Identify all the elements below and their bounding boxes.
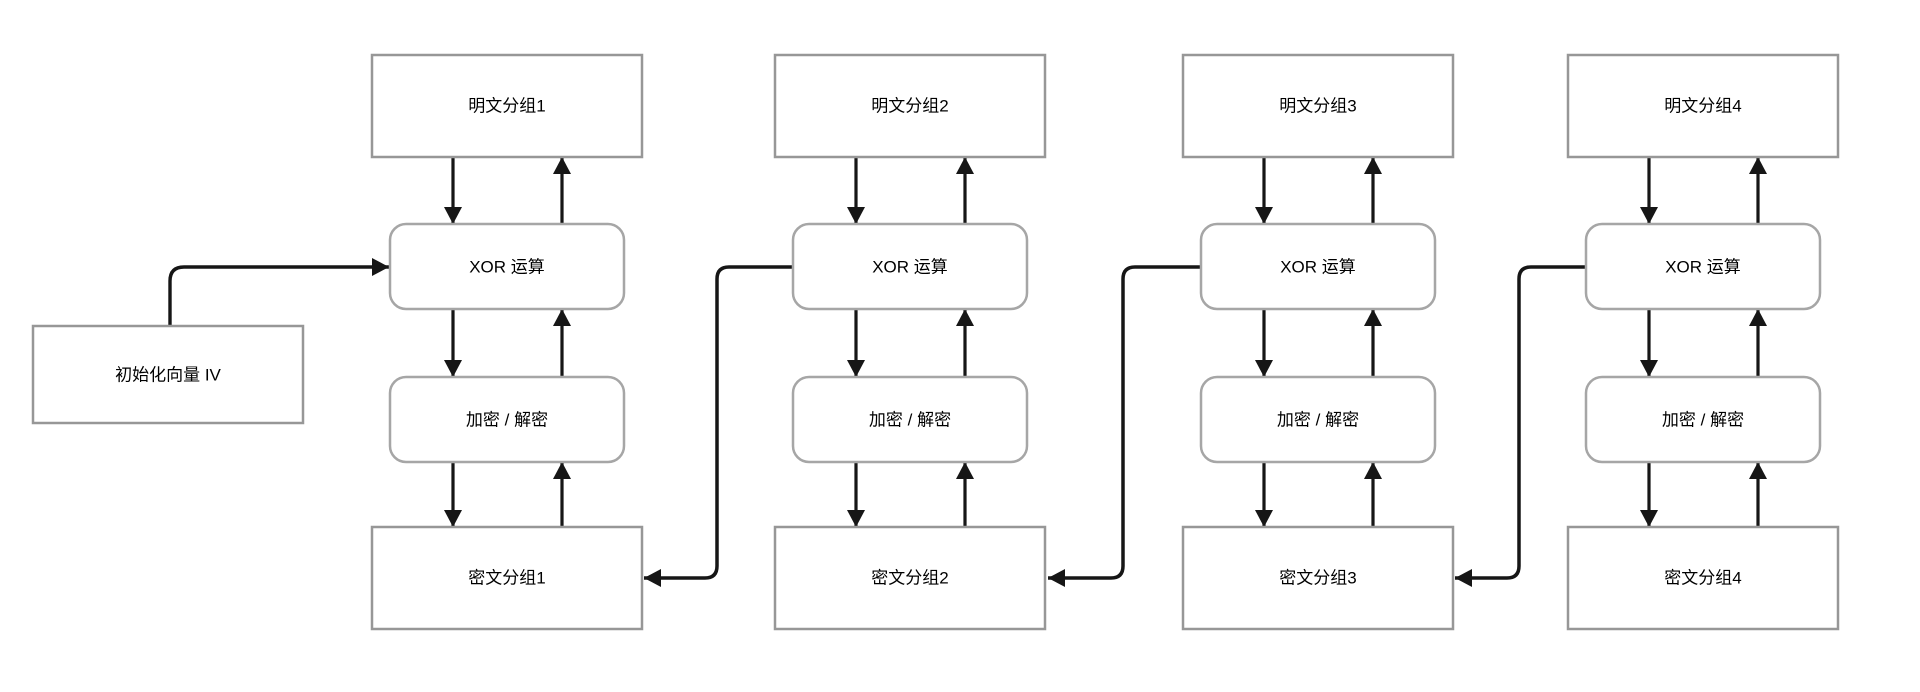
chain-arrows [644, 265, 1586, 587]
arrow-xor-4-to-ciphertext-3 [1455, 265, 1586, 587]
plaintext-block-2-box [773, 53, 1047, 159]
ciphertext-block-3-label: 密文分组3 [1279, 569, 1356, 588]
ciphertext-block-1-label: 密文分组1 [468, 569, 545, 588]
ciphertext-block-2-label: 密文分组2 [871, 569, 948, 588]
plaintext-block-4-box [1566, 53, 1840, 159]
xor-box-3 [1199, 222, 1437, 311]
column-1: 明文分组1 XOR 运算 加密 / 解密 密文分组1 [370, 53, 644, 631]
xor-label-3: XOR 运算 [1280, 258, 1356, 277]
ciphertext-block-4-label: 密文分组4 [1664, 569, 1741, 588]
arrow-iv-to-xor-1 [168, 258, 389, 326]
xor-label-2: XOR 运算 [872, 258, 948, 277]
plaintext-block-3-box [1181, 53, 1455, 159]
xor-box-1 [388, 222, 626, 311]
column-4: 明文分组4 XOR 运算 加密 / 解密 密文分组4 [1566, 53, 1840, 631]
encrypt-decrypt-label-2: 加密 / 解密 [869, 411, 951, 430]
ciphertext-block-2-box [773, 525, 1047, 631]
xor-label-4: XOR 运算 [1665, 258, 1741, 277]
ciphertext-block-3-box [1181, 525, 1455, 631]
plaintext-block-4-label: 明文分组4 [1664, 97, 1741, 116]
encrypt-decrypt-box-3 [1199, 375, 1437, 464]
encrypt-decrypt-box-1 [388, 375, 626, 464]
plaintext-block-2-label: 明文分组2 [871, 97, 948, 116]
iv-group: 初始化向量 IV [31, 258, 389, 425]
xor-box-2 [791, 222, 1029, 311]
xor-box-4 [1584, 222, 1822, 311]
iv-label: 初始化向量 IV [115, 366, 221, 385]
iv-box [31, 324, 305, 425]
ciphertext-block-1-box [370, 525, 644, 631]
xor-label-1: XOR 运算 [469, 258, 545, 277]
plaintext-block-1-box [370, 53, 644, 159]
column-3: 明文分组3 XOR 运算 加密 / 解密 密文分组3 [1181, 53, 1455, 631]
ciphertext-block-4-box [1566, 525, 1840, 631]
encrypt-decrypt-box-4 [1584, 375, 1822, 464]
encrypt-decrypt-label-1: 加密 / 解密 [466, 411, 548, 430]
arrow-xor-3-to-ciphertext-2 [1048, 265, 1201, 587]
encrypt-decrypt-box-2 [791, 375, 1029, 464]
plaintext-block-1-label: 明文分组1 [468, 97, 545, 116]
arrow-xor-2-to-ciphertext-1 [644, 265, 793, 587]
encrypt-decrypt-label-3: 加密 / 解密 [1277, 411, 1359, 430]
plaintext-block-3-label: 明文分组3 [1279, 97, 1356, 116]
encrypt-decrypt-label-4: 加密 / 解密 [1662, 411, 1744, 430]
column-2: 明文分组2 XOR 运算 加密 / 解密 密文分组2 [773, 53, 1047, 631]
